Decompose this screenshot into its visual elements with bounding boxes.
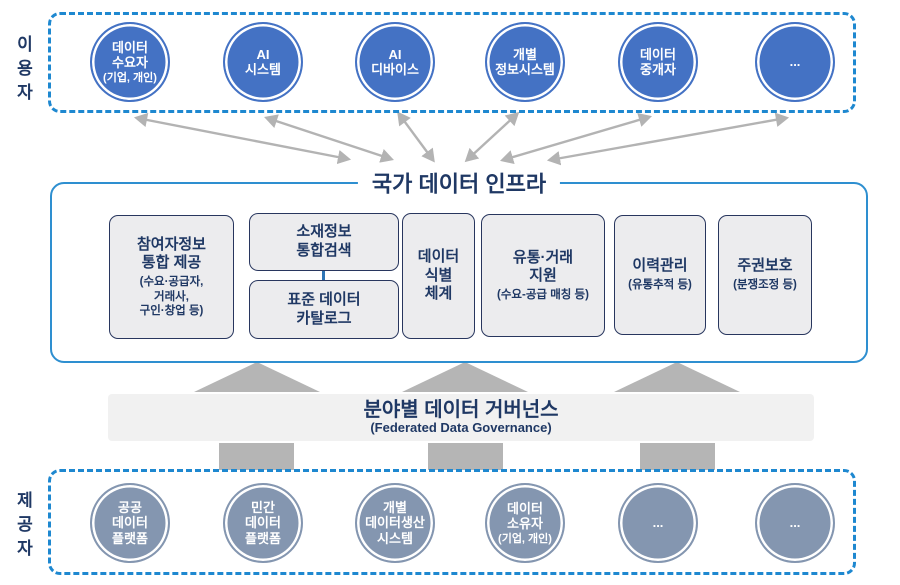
- box-label: 유통·거래 지원: [512, 248, 574, 285]
- data-id-system-box: 데이터 식별 체계: [402, 213, 475, 339]
- box-sublabel: (유통추적 등): [628, 279, 692, 292]
- infrastructure-box: 국가 데이터 인프라 참여자정보 통합 제공 (수요·공급자, 거래사, 구인·…: [50, 166, 868, 363]
- history-management-box: 이력관리 (유통추적 등): [614, 215, 706, 335]
- user-arrows: [133, 111, 790, 166]
- box-sublabel: (분쟁조정 등): [733, 279, 797, 292]
- circle-label: 개별 데이터생산 시스템: [365, 500, 425, 546]
- circle-label: ...: [789, 515, 801, 531]
- circle-private-data-platform: 민간 데이터 플랫폼: [223, 483, 303, 563]
- box-sublabel: (수요·공급자, 거래사, 구인·창업 등): [139, 276, 204, 317]
- circle-data-consumer: 데이터 수요자 (기업, 개인): [90, 22, 170, 102]
- circle-data-broker: 데이터 중개자: [618, 22, 698, 102]
- circle-label: 민간 데이터 플랫폼: [245, 500, 281, 546]
- box-label: 참여자정보 통합 제공: [136, 235, 206, 272]
- circle-label: 공공 데이터 플랫폼: [112, 500, 148, 546]
- up-arrow-head-icon: [402, 362, 528, 392]
- box-label: 소재정보 통합검색: [296, 223, 352, 259]
- circle-users-ellipsis: ...: [755, 22, 835, 102]
- participant-info-box: 참여자정보 통합 제공 (수요·공급자, 거래사, 구인·창업 등): [109, 215, 234, 339]
- circle-individual-info-system: 개별 정보시스템: [485, 22, 565, 102]
- providers-group-label: 제공자: [17, 491, 33, 558]
- up-arrow-stem: [640, 443, 715, 470]
- circle-label: AI 디바이스: [371, 46, 419, 77]
- providers-group-box: [48, 469, 856, 575]
- circle-label: ...: [652, 515, 664, 531]
- circle-public-data-platform: 공공 데이터 플랫폼: [90, 483, 170, 563]
- circle-label: 데이터 소유자: [507, 500, 543, 532]
- circle-sublabel: (기업, 개인): [103, 71, 157, 84]
- box-sublabel: (수요-공급 매칭 등): [497, 289, 589, 302]
- circle-providers-ellipsis-2: ...: [755, 483, 835, 563]
- infrastructure-title: 국가 데이터 인프라: [357, 166, 561, 199]
- standard-data-catalog-box: 표준 데이터 카탈로그: [249, 280, 399, 339]
- circle-label: 데이터 수요자: [112, 39, 148, 71]
- circle-label: 개별 정보시스템: [495, 46, 555, 77]
- distribution-trade-support-box: 유통·거래 지원 (수요-공급 매칭 등): [481, 214, 605, 337]
- circle-data-owner: 데이터 소유자 (기업, 개인): [485, 483, 565, 563]
- circle-ai-device: AI 디바이스: [355, 22, 435, 102]
- location-info-search-box: 소재정보 통합검색: [249, 213, 399, 271]
- circle-ai-system: AI 시스템: [223, 22, 303, 102]
- box-label: 데이터 식별 체계: [417, 247, 460, 303]
- sovereignty-protection-box: 주권보호 (분쟁조정 등): [718, 215, 812, 335]
- circle-sublabel: (기업, 개인): [498, 532, 552, 545]
- circle-label: 데이터 중개자: [640, 46, 676, 77]
- governance-title: 분야별 데이터 거버넌스: [363, 399, 559, 422]
- circle-providers-ellipsis-1: ...: [618, 483, 698, 563]
- governance-band: 분야별 데이터 거버넌스 (Federated Data Governance): [108, 394, 814, 441]
- box-label: 표준 데이터 카탈로그: [287, 290, 361, 327]
- governance-subtitle: (Federated Data Governance): [370, 420, 552, 436]
- users-group-label: 이용자: [17, 35, 33, 102]
- up-arrow-stem: [428, 443, 503, 470]
- up-arrow-head-icon: [194, 362, 320, 392]
- box-label: 이력관리: [632, 257, 688, 275]
- box-connector-line: [322, 271, 325, 281]
- circle-label: AI 시스템: [245, 46, 281, 77]
- up-arrow-stem: [219, 443, 294, 470]
- circle-individual-data-production-system: 개별 데이터생산 시스템: [355, 483, 435, 563]
- up-arrow-head-icon: [614, 362, 740, 392]
- box-label: 주권보호: [737, 257, 793, 275]
- users-group-box: [48, 12, 856, 113]
- circle-label: ...: [789, 54, 801, 70]
